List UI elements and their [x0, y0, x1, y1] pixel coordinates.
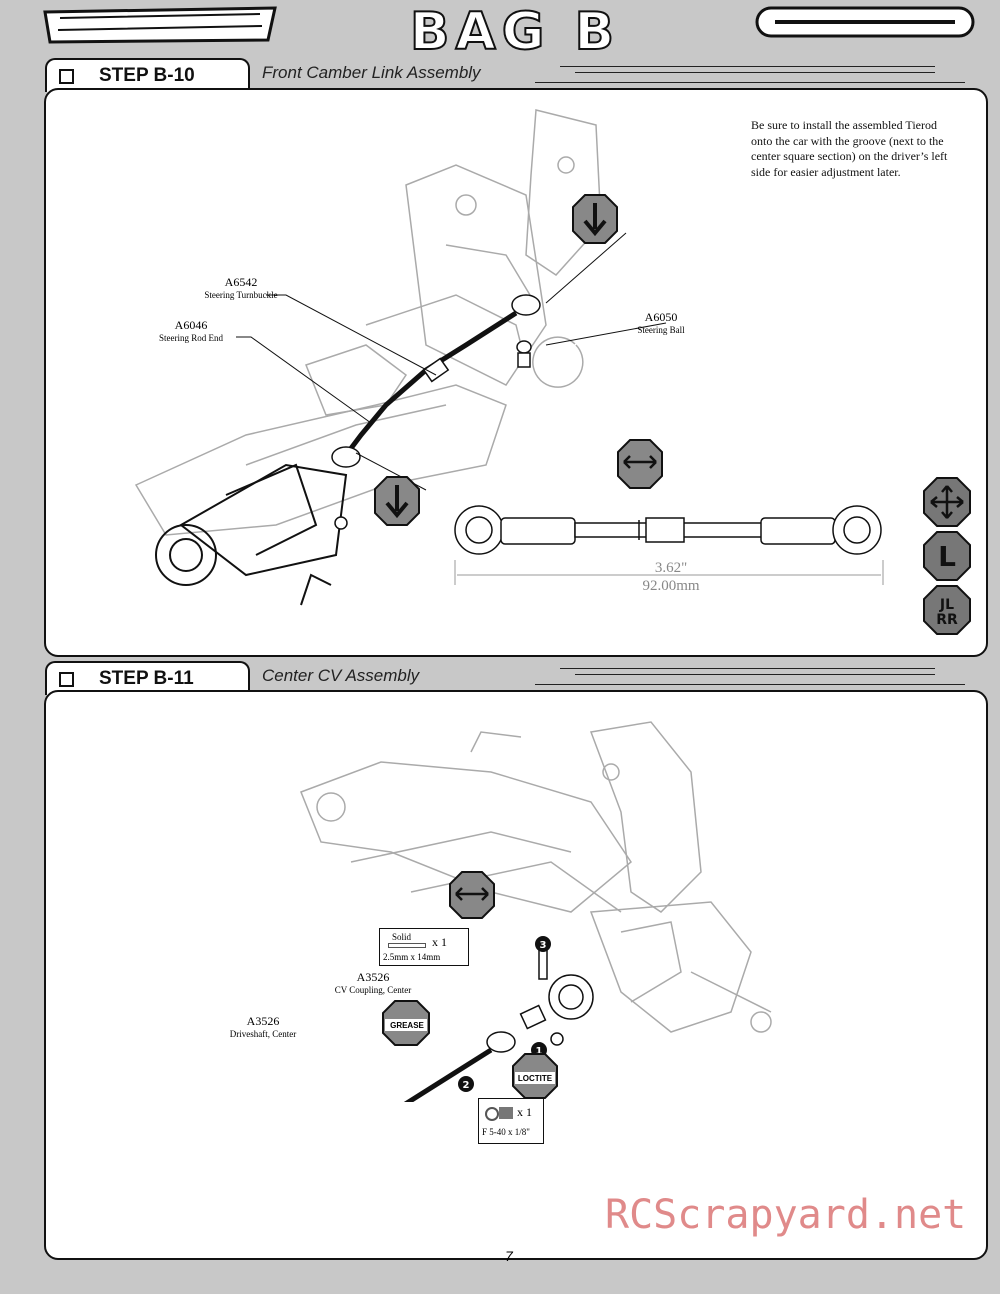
insert-down-icon: [572, 194, 618, 244]
grease-label: GREASE: [390, 1021, 424, 1030]
dimension-in: 3.62": [654, 560, 688, 576]
front-suspension-illustration: [134, 109, 667, 606]
callout-a6050: A6050 Steering Ball: [637, 310, 685, 335]
team-losi-logo: [43, 6, 277, 44]
install-note: Be sure to install the assembled Tierod …: [751, 118, 948, 179]
pin-hardware-box: Solid x 1 2.5mm x 14mm: [379, 928, 469, 966]
loctite-label: LOCTITE: [517, 1074, 553, 1083]
insert-down-icon: [374, 476, 420, 526]
callout-a6542: A6542 Steering Turnbuckle: [204, 275, 278, 300]
step-b10-tab: STEP B-10: [45, 58, 250, 92]
left-right-icon: JL RR: [923, 585, 971, 635]
step-b11-panel: 1 2 3 A3526 CV Coupling, Center A3526 Dr…: [44, 690, 988, 1260]
loctite-icon: [512, 1053, 558, 1099]
eight-logo: [755, 6, 975, 38]
step-b11-label: STEP B-11: [99, 668, 194, 689]
adjust-length-icon: [449, 871, 495, 919]
position-cross-icon: [923, 477, 971, 527]
tierod-detail: [454, 505, 884, 585]
checkbox-icon: [59, 672, 74, 687]
screw-hardware-box: x 1 F 5-40 x 1/8": [478, 1098, 544, 1144]
page-number: 7: [505, 1248, 513, 1264]
left-side-icon: L: [923, 531, 971, 581]
dimension-mm: 92.00mm: [642, 578, 700, 594]
callout-a3526-driveshaft: A3526 Driveshaft, Center: [229, 1014, 297, 1039]
svg-text:RR: RR: [936, 612, 958, 628]
seq-1: 1: [536, 1046, 543, 1057]
step-b10-label: STEP B-10: [99, 65, 195, 86]
seq-3: 3: [540, 940, 547, 951]
adjust-length-icon: [617, 439, 663, 489]
step-b11-subtitle: Center CV Assembly: [262, 666, 420, 685]
step-b10-subtitle: Front Camber Link Assembly: [262, 63, 481, 82]
step-b10-panel: Be sure to install the assembled Tierod …: [44, 88, 988, 657]
bag-title: BAG B: [409, 1, 621, 63]
center-cv-illustration: 1 2 3: [300, 721, 772, 1102]
step-b11-tab: STEP B-11: [45, 661, 250, 695]
watermark-text: RCScrapyard.net: [605, 1192, 967, 1238]
svg-text:L: L: [938, 540, 956, 573]
seq-2: 2: [463, 1080, 470, 1091]
svg-text:JL: JL: [939, 597, 954, 613]
callout-a6046: A6046 Steering Rod End: [159, 318, 223, 343]
checkbox-icon: [59, 69, 74, 84]
grease-icon: [382, 1000, 430, 1046]
callout-a3526-coupling: A3526 CV Coupling, Center: [334, 970, 412, 995]
